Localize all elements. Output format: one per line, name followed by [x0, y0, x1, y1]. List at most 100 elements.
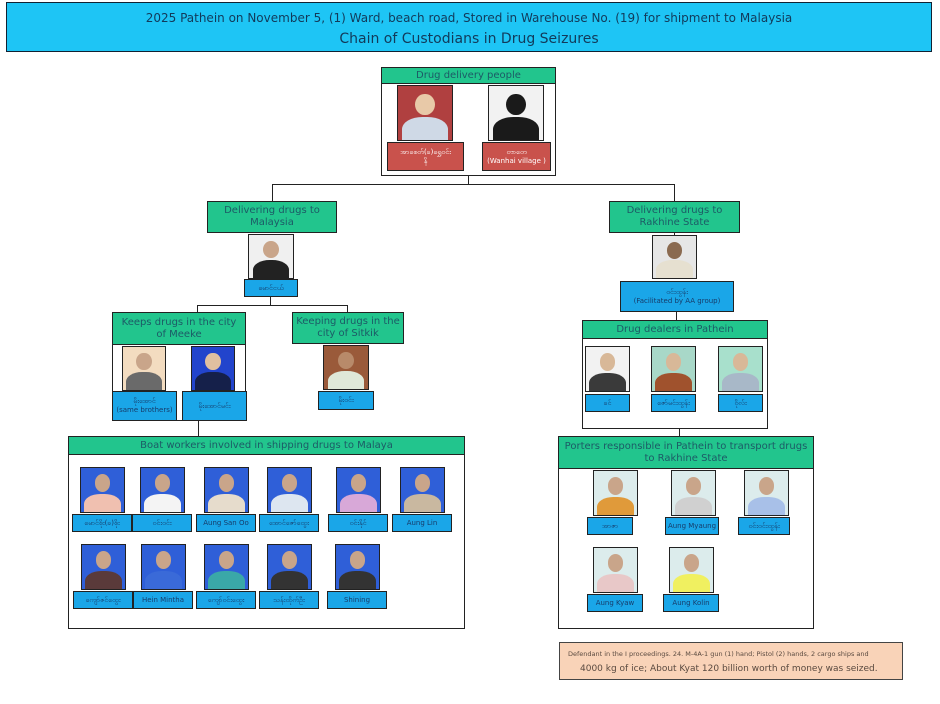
person-name: Hein Mintha — [141, 595, 185, 604]
person-name-label: ခင် — [585, 394, 630, 412]
person-photo — [718, 346, 763, 392]
person-photo — [671, 470, 716, 516]
person-name-label: အာစေတ်(ခ)ရွှေဝင်းနိ — [387, 142, 464, 171]
person-photo — [335, 544, 380, 590]
left-branch-title-text: Delivering drugs to Malaysia — [224, 205, 320, 228]
person-name: ဝင်းထွန်း — [666, 287, 688, 296]
note-line-2: 4000 kg of ice; About Kyat 120 billion w… — [580, 664, 878, 674]
person-photo — [248, 234, 294, 279]
connector-line — [198, 421, 199, 436]
person-name: အာစေတ်(ခ)ရွှေဝင်း — [400, 147, 451, 156]
person-name: မောင်ငယ် — [258, 283, 284, 292]
header-title: Chain of Custodians in Drug Seizures — [339, 31, 599, 47]
sitkik-title: Keeping drugs in the city of Sitkik — [292, 312, 404, 344]
person-photo — [204, 544, 249, 590]
person-name-label: ဝင်းထွန်း(Facilitated by AA group) — [620, 281, 734, 312]
person-name-label: ဝင်းနိုင် — [328, 514, 388, 532]
person-name: Aung Kyaw — [595, 598, 635, 607]
person-photo — [669, 547, 714, 593]
connector-line — [272, 184, 675, 185]
person-photo — [80, 467, 125, 513]
note-line-1: Defendant in the I proceedings. 24. M-4A… — [568, 650, 869, 658]
person-photo — [267, 467, 312, 513]
boat-title-text: Boat workers involved in shipping drugs … — [140, 439, 393, 451]
connector-line — [468, 176, 469, 184]
person-name-label: Aung San Oo — [196, 514, 256, 532]
person-photo — [204, 467, 249, 513]
dealers-title: Drug dealers in Pathein — [582, 320, 768, 339]
connector-line — [674, 184, 675, 201]
dealers-title-text: Drug dealers in Pathein — [616, 323, 734, 335]
person-photo — [400, 467, 445, 513]
porters-title: Porters responsible in Pathein to transp… — [558, 436, 814, 469]
person-photo — [585, 346, 630, 392]
person-name-label: ကျော်ဇင်ထွေး — [73, 591, 133, 609]
person-name: ကျော်ဇင်ထွေး — [85, 595, 121, 604]
right-branch-title: Delivering drugs to Rakhine State — [609, 201, 740, 233]
person-name: မိုးအောင် — [133, 397, 156, 405]
connector-line — [270, 297, 271, 305]
seizure-note: Defendant in the I proceedings. 24. M-4A… — [559, 642, 903, 680]
person-photo — [140, 467, 185, 513]
person-photo — [593, 547, 638, 593]
person-photo — [141, 544, 186, 590]
delivery-title: Drug delivery people — [381, 67, 556, 84]
person-name-label: အောင်ဇော်ထွေး — [259, 514, 319, 532]
person-name-label: Aung Lin — [392, 514, 452, 532]
person-photo — [652, 235, 697, 279]
person-note: (Facilitated by AA group) — [633, 296, 721, 305]
person-name: မိုးဝင်း — [338, 396, 354, 404]
person-name: ခင် — [603, 398, 612, 407]
person-name-label: မိုးဝင်း — [318, 391, 374, 410]
person-photo — [323, 345, 369, 390]
person-name-label: မိုးအောင်(same brothers) — [112, 391, 177, 421]
person-name-label: ဝင်းဝင်းထွန်း — [738, 517, 790, 535]
meeke-title-text: Keeps drugs in the city of Meeke — [121, 316, 237, 340]
person-photo — [336, 467, 381, 513]
delivery-title-text: Drug delivery people — [416, 69, 521, 81]
connector-line — [674, 232, 675, 235]
person-name: Shining — [343, 595, 371, 604]
person-name: ဇော်မင်းထွန်း — [657, 398, 690, 407]
connector-line — [272, 184, 273, 201]
person-name-label: ကျော်ဝင်းထွေး — [196, 591, 256, 609]
person-name: မောင်စိုး(ခ)စိုး — [84, 518, 120, 527]
person-name: Aung San Oo — [203, 518, 249, 527]
person-note: နိ — [423, 156, 428, 165]
person-name: Aung Kolin — [672, 598, 710, 607]
person-name-label: ဇော်မင်းထွန်း — [651, 394, 696, 412]
person-name-label: တာတေ(Wanhai village ) — [482, 142, 551, 171]
person-photo — [81, 544, 126, 590]
meeke-title: Keeps drugs in the city of Meeke — [112, 312, 246, 345]
connector-line — [676, 311, 677, 320]
connector-line — [197, 305, 348, 306]
person-name: တာတေ — [506, 147, 527, 156]
person-name: မိုးအောင်မင်း — [198, 401, 231, 410]
person-name: ဝင်းဝင်းထွန်း — [748, 521, 780, 530]
boat-title: Boat workers involved in shipping drugs … — [68, 436, 465, 455]
connector-line — [679, 429, 680, 436]
person-name: ကျော်ဝင်းထွေး — [207, 595, 245, 604]
person-name: အောင်ဇော်ထွေး — [269, 518, 309, 527]
person-photo — [191, 346, 235, 391]
person-name: ဝိုလ်း — [734, 398, 747, 407]
person-photo — [267, 544, 312, 590]
person-name-label: Hein Mintha — [133, 591, 193, 609]
person-photo — [593, 470, 638, 516]
person-photo — [651, 346, 696, 392]
person-name-label: Aung Kolin — [663, 594, 719, 612]
right-branch-title-text: Delivering drugs to Rakhine State — [626, 205, 723, 228]
connector-line — [347, 305, 348, 312]
person-note: (same brothers) — [116, 406, 173, 414]
connector-line — [197, 305, 198, 312]
person-name-label: အာဇာ — [587, 517, 633, 535]
person-name: ဝင်းဝင်း — [152, 518, 172, 527]
person-name: သန်းထိုက်ဦး — [273, 595, 305, 604]
person-name-label: ဝင်းဝင်း — [132, 514, 192, 532]
person-name-label: မောင်ငယ် — [244, 279, 298, 297]
person-note: (Wanhai village ) — [487, 156, 546, 165]
person-name-label: Shining — [327, 591, 387, 609]
person-name-label: Aung Kyaw — [587, 594, 643, 612]
person-name-label: Aung Myaung — [665, 517, 719, 535]
person-name-label: ဝိုလ်း — [718, 394, 763, 412]
